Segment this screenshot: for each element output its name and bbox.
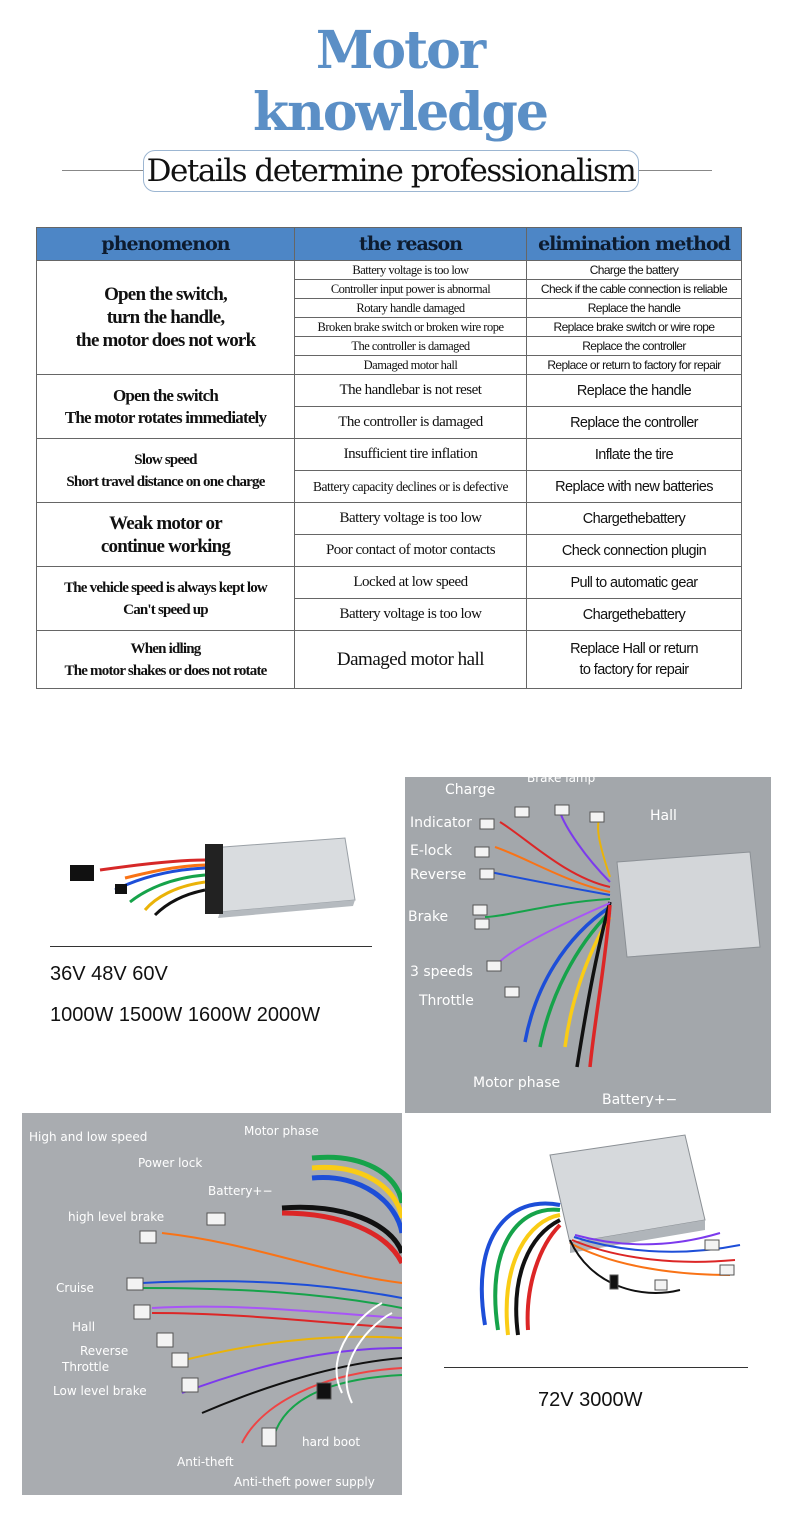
page-title-line1: Motor <box>315 20 486 81</box>
power-spec: 1000W 1500W 1600W 2000W <box>50 1004 321 1026</box>
method-cell: Replace brake switch or wire rope <box>526 317 742 337</box>
voltage-spec: 36V 48V 60V <box>50 963 168 985</box>
method-cell: Pull to automatic gear <box>526 566 742 599</box>
phenomenon-cell: Weak motor or continue working <box>36 502 295 567</box>
reason-cell: The controller is damaged <box>294 406 527 439</box>
reason-cell: Battery voltage is too low <box>294 598 527 631</box>
reason-cell: Controller input power is abnormal <box>294 279 527 299</box>
wiring-diagram-1: Brake lamp Charge Hall Indicator E-lock … <box>405 777 771 1113</box>
label-hall: Hall <box>650 808 677 824</box>
label-cruise: Cruise <box>56 1281 94 1295</box>
table-row: Slow speed Short travel distance on one … <box>36 438 742 503</box>
spec-divider-2 <box>444 1367 748 1368</box>
reason-cell: Poor contact of motor contacts <box>294 534 527 567</box>
label-hall: Hall <box>72 1320 95 1334</box>
table-row: Poor contact of motor contacts Check con… <box>37 534 742 567</box>
phenomenon-cell: Open the switch The motor rotates immedi… <box>36 374 295 439</box>
phenomenon-cell: Open the switch, turn the handle, the mo… <box>36 260 295 375</box>
reason-cell: The handlebar is not reset <box>294 374 527 407</box>
table-row: Damaged motor hall Replace or return to … <box>37 355 742 375</box>
method-cell: Replace Hall or return to factory for re… <box>526 630 742 689</box>
label-high-level-brake: high level brake <box>68 1210 164 1224</box>
label-anti-theft-power: Anti-theft power supply <box>234 1475 375 1489</box>
label-anti-theft: Anti-theft <box>177 1455 234 1469</box>
label-indicator: Indicator <box>410 815 472 831</box>
label-throttle: Throttle <box>418 993 474 1009</box>
label-e-lock: E-lock <box>410 843 453 859</box>
reason-cell: Insufficient tire inflation <box>294 438 527 471</box>
controller-illustration-2 <box>479 1134 741 1336</box>
reason-cell: Broken brake switch or broken wire rope <box>294 317 527 337</box>
label-battery: Battery+− <box>208 1184 273 1198</box>
table-row: The controller is damaged Replace the co… <box>37 406 742 439</box>
phenomenon-cell: When idling The motor shakes or does not… <box>36 630 295 689</box>
reason-cell: Rotary handle damaged <box>294 298 527 318</box>
label-motor-phase: Motor phase <box>244 1124 319 1138</box>
phenomenon-cell: The vehicle speed is always kept low Can… <box>36 566 295 631</box>
method-cell: Charge the battery <box>526 260 742 280</box>
label-power-lock: Power lock <box>138 1156 202 1170</box>
subtitle-divider-right <box>638 170 712 171</box>
label-brake-lamp: Brake lamp <box>527 777 595 785</box>
label-brake: Brake <box>408 909 448 925</box>
wiring-diagram-2: High and low speed Motor phase Power loc… <box>22 1113 402 1495</box>
label-charge: Charge <box>445 782 495 798</box>
table-row: Weak motor or continue working Battery v… <box>36 502 742 567</box>
table-row: Broken brake switch or broken wire rope … <box>37 317 742 337</box>
table-header-row: phenomenon the reason elimination method <box>36 227 742 261</box>
label-reverse: Reverse <box>410 867 466 883</box>
wiring-illustration-1 <box>405 777 771 1113</box>
phenomenon-cell: Slow speed Short travel distance on one … <box>36 438 295 503</box>
header-phenomenon: phenomenon <box>36 227 295 261</box>
method-cell: Replace with new batteries <box>526 470 742 503</box>
table-row: The vehicle speed is always kept low Can… <box>36 566 742 631</box>
method-cell: Chargethebattery <box>526 502 742 535</box>
reason-cell: Locked at low speed <box>294 566 527 599</box>
method-cell: Inflate the tire <box>526 438 742 471</box>
reason-cell: Damaged motor hall <box>294 630 527 689</box>
header-reason: the reason <box>294 227 527 261</box>
table-row: When idling The motor shakes or does not… <box>36 630 742 689</box>
label-battery: Battery+− <box>602 1092 677 1108</box>
reason-cell: The controller is damaged <box>294 336 527 356</box>
label-low-level-brake: Low level brake <box>53 1384 147 1398</box>
method-cell: Check if the cable connection is reliabl… <box>526 279 742 299</box>
wiring-illustration-2 <box>22 1113 402 1495</box>
table-row: Open the switch, turn the handle, the mo… <box>36 260 742 375</box>
method-cell: Replace the controller <box>526 336 742 356</box>
label-high-low-speed: High and low speed <box>29 1130 147 1144</box>
controller-photo-small <box>55 820 365 930</box>
wiring-labels-1: Brake lamp Charge Hall Indicator E-lock … <box>408 777 677 1108</box>
label-motor-phase: Motor phase <box>473 1075 560 1091</box>
wiring-labels-2: High and low speed Motor phase Power loc… <box>29 1124 375 1489</box>
method-cell: Replace the controller <box>526 406 742 439</box>
subtitle: Details determine professionalism <box>143 150 639 192</box>
label-throttle: Throttle <box>61 1360 109 1374</box>
controller-illustration <box>70 837 356 918</box>
method-cell: Check connection plugin <box>526 534 742 567</box>
label-3-speeds: 3 speeds <box>410 964 473 980</box>
header-method: elimination method <box>526 227 742 261</box>
reason-cell: Battery voltage is too low <box>294 260 527 280</box>
reason-cell: Battery capacity declines or is defectiv… <box>294 470 527 503</box>
table-row: Battery capacity declines or is defectiv… <box>37 470 742 503</box>
subtitle-divider-left <box>62 170 144 171</box>
table-row: Open the switch The motor rotates immedi… <box>36 374 742 439</box>
reason-cell: Damaged motor hall <box>294 355 527 375</box>
method-cell: Replace the handle <box>526 298 742 318</box>
controller-photo-large <box>450 1125 750 1365</box>
reason-cell: Battery voltage is too low <box>294 502 527 535</box>
label-reverse: Reverse <box>80 1344 128 1358</box>
motor-knowledge-table: phenomenon the reason elimination method… <box>36 227 742 689</box>
page-title-line2: knowledge <box>253 82 549 143</box>
method-cell: Chargethebattery <box>526 598 742 631</box>
spec-divider <box>50 946 372 947</box>
label-hard-boot: hard boot <box>302 1435 360 1449</box>
method-cell: Replace the handle <box>526 374 742 407</box>
method-cell: Replace or return to factory for repair <box>526 355 742 375</box>
product2-spec: 72V 3000W <box>538 1389 643 1411</box>
